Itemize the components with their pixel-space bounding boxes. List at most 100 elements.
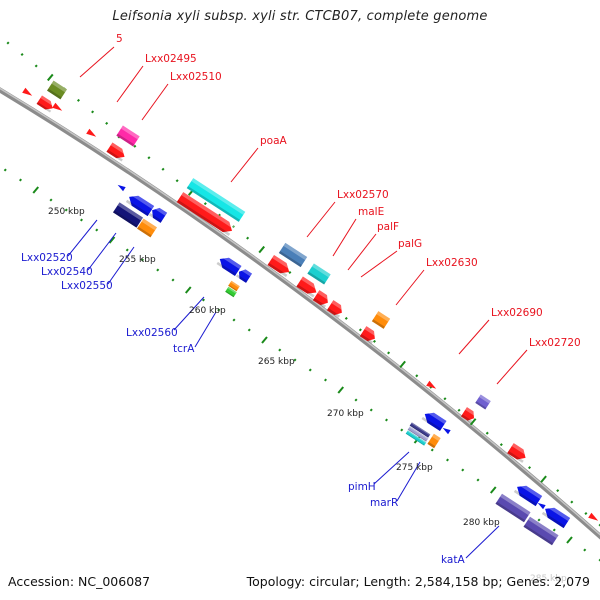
leader-lxx02540 [87,232,117,271]
outer-tick [232,225,236,229]
gene-feature-tcrA[interactable] [228,280,240,292]
gene-feature-lxx02550[interactable] [137,218,157,238]
gene-feature-marR[interactable] [405,430,427,446]
gene-feature[interactable] [421,408,447,432]
gene-feature-palG[interactable] [326,300,346,318]
outer-tick [598,523,600,527]
scale-label-280: 280 kbp [463,518,500,528]
leader-palF [347,233,377,271]
gene-feature-lxx02570[interactable] [278,242,308,268]
gene-feature-5[interactable] [47,80,67,100]
gene-feature[interactable] [541,503,571,529]
inner-tick [476,478,480,482]
leader-lxx02495 [116,65,144,103]
leader-tcrA [194,311,217,348]
gene-feature-lxx02520-cds[interactable] [112,202,144,228]
inner-tick [369,408,373,412]
leader-lxx02550 [107,246,135,285]
gene-feature-small[interactable] [536,501,546,510]
gene-feature-poaA-cds[interactable] [176,192,236,236]
gene-feature-small[interactable] [52,102,64,113]
inner-tick [552,528,556,532]
gene-feature-small[interactable] [441,426,451,435]
gene-feature-katA[interactable] [495,493,531,523]
gene-feature-small[interactable] [86,128,98,139]
gene-feature-small[interactable] [22,87,34,98]
gene-feature[interactable] [359,326,379,344]
leader-marR [396,461,421,502]
inner-tick [140,258,145,262]
gene-feature[interactable] [507,443,529,463]
gene-feature[interactable] [235,267,253,283]
gene-label-tcrA[interactable]: tcrA [173,343,195,355]
gene-label-pimH[interactable]: pimH [348,481,376,493]
gene-label-katA[interactable]: katA [441,554,465,566]
gene-feature-tcrA-2[interactable] [225,286,237,298]
gene-label-lxx02510[interactable]: Lxx02510 [170,71,222,83]
gene-feature-katA-2[interactable] [523,516,559,546]
gene-feature[interactable] [267,254,293,278]
gene-feature[interactable] [106,142,128,162]
inner-tick [537,518,541,522]
outer-tick [469,418,477,426]
gene-feature-small[interactable] [116,183,126,192]
outer-tick [540,475,547,483]
gene-label-poaA[interactable]: poaA [260,135,288,147]
gene-feature-lxx02560[interactable] [216,253,242,277]
leader-lxx02520 [67,219,98,257]
gene-feature-lxx02720[interactable] [475,394,491,410]
gene-label-lxx02520[interactable]: Lxx02520 [21,252,73,264]
inner-tick [232,318,236,322]
accession-text: Accession: NC_006087 [8,574,151,589]
gene-label-lxx02495[interactable]: Lxx02495 [145,53,197,65]
gene-feature-lxx02630[interactable] [371,311,391,329]
gene-label-lxx02540[interactable]: Lxx02540 [41,266,93,278]
gene-feature-small[interactable] [588,512,600,523]
outer-tick [372,339,376,343]
gene-feature-malE[interactable] [307,263,331,285]
gene-label-lxx02570[interactable]: Lxx02570 [337,189,389,201]
scale-label-250: 250 kbp [48,207,85,217]
gene-feature-lxx02690[interactable] [426,380,438,391]
gene-label-palG[interactable]: palG [398,238,422,250]
scale-label-275: 275 kbp [396,463,433,473]
gene-label-palF[interactable]: palF [377,221,399,233]
gene-label-lxx02720[interactable]: Lxx02720 [529,337,581,349]
gene-feature-lxx02540[interactable] [148,205,168,223]
gene-feature-pimH[interactable] [409,422,431,438]
leader-poaA [230,147,259,183]
gene-feature-lxx02520[interactable] [125,191,155,217]
label-leaders [67,46,528,559]
inner-tick [125,248,129,252]
inner-tick [354,398,358,402]
gene-label-malE[interactable]: malE [358,206,384,218]
inner-tick [171,278,175,282]
scale-label-260: 260 kbp [189,306,226,316]
inner-tick [18,178,23,182]
gene-label-lxx02550[interactable]: Lxx02550 [61,280,113,292]
inner-tick [278,348,282,352]
outer-tick [485,431,489,435]
scale-label-285: 285 kbp [530,574,567,584]
inner-tick [566,536,573,544]
gene-label-lxx02560[interactable]: Lxx02560 [126,327,178,339]
inner-tick [445,458,450,462]
inner-tick [156,268,160,272]
gene-feature-marR-2[interactable] [427,433,441,449]
gene-feature[interactable] [460,407,478,423]
gene-features [22,80,600,546]
inner-tick [108,236,116,244]
gene-label-lxx02690[interactable]: Lxx02690 [491,307,543,319]
gene-feature-poaA[interactable] [186,178,246,222]
gene-feature[interactable] [513,481,543,507]
gene-feature[interactable] [36,95,56,113]
leader-malE [332,218,357,257]
gene-feature-lxx02510[interactable] [116,125,140,147]
gene-feature-palF[interactable] [312,290,332,308]
gene-feature-pimH-2[interactable] [407,426,429,442]
gene-label-marR[interactable]: marR [370,497,398,509]
gene-feature[interactable] [296,276,320,298]
gene-label-5[interactable]: 5 [116,33,123,45]
gene-label-lxx02630[interactable]: Lxx02630 [426,257,478,269]
scale-labels: 250 kbp 255 kbp 260 kbp 265 kbp 270 kbp … [48,207,567,584]
